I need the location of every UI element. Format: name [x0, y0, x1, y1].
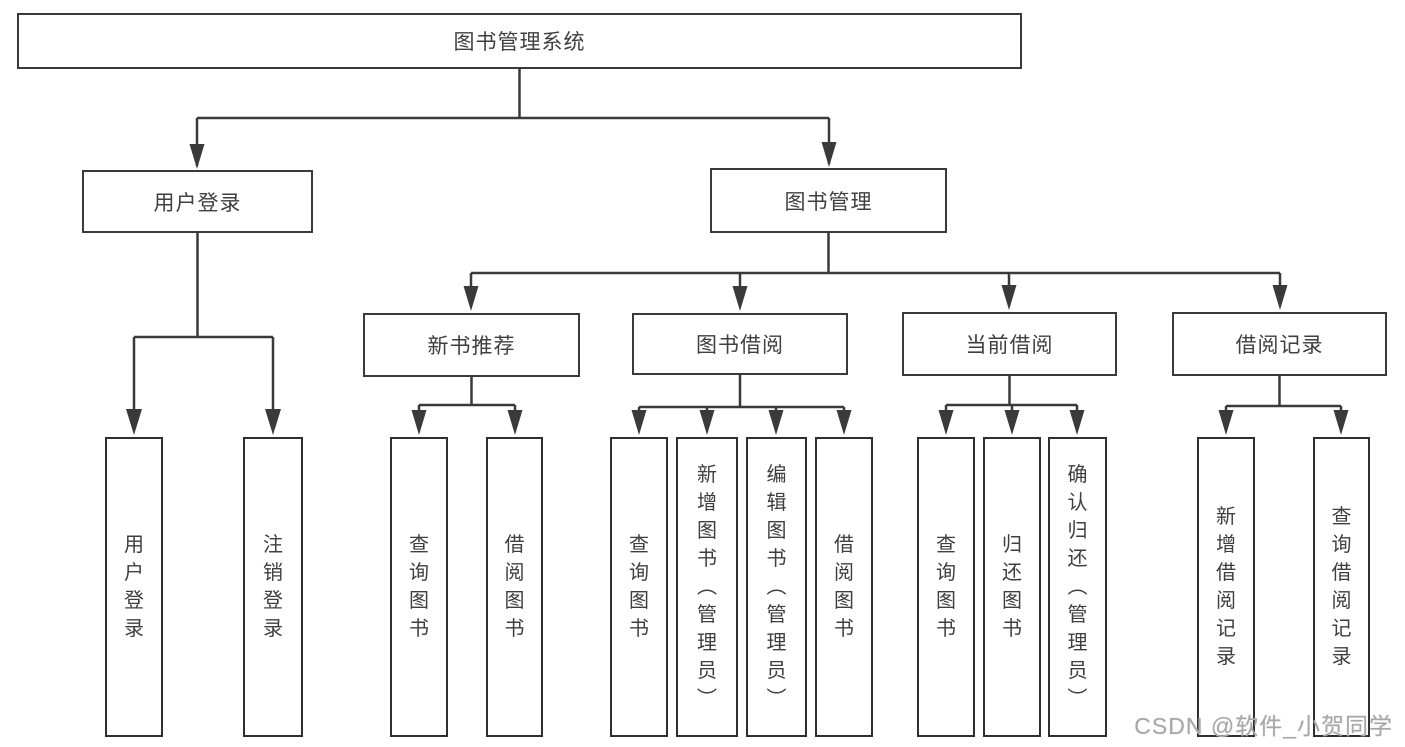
node-borrow-records: 借阅记录	[1172, 312, 1387, 376]
connector-current-borrow-children	[938, 376, 1085, 435]
node-root: 图书管理系统	[17, 13, 1022, 69]
connector-borrow-records-children	[1218, 376, 1349, 435]
leaf-borrow-borrow-books: 借阅图书	[815, 437, 873, 737]
node-current-borrow: 当前借阅	[902, 312, 1117, 376]
leaf-borrow-query-books: 查询图书	[610, 437, 668, 737]
node-book-borrow-label: 图书借阅	[696, 334, 784, 357]
node-book-management: 图书管理	[710, 168, 947, 233]
node-borrow-records-label: 借阅记录	[1235, 334, 1324, 357]
leaf-current-confirm-return-admin-label: 确认归还︵管理员︶	[1067, 464, 1088, 710]
leaf-borrow-add-books-admin: 新增图书︵管理员︶	[676, 437, 738, 737]
leaf-newbook-query-books-label: 查询图书	[409, 534, 429, 640]
leaf-newbook-query-books: 查询图书	[390, 437, 448, 737]
connector-root-to-level2	[189, 69, 837, 169]
leaf-records-query-record-label: 查询借阅记录	[1331, 506, 1352, 668]
leaf-current-confirm-return-admin: 确认归还︵管理员︶	[1048, 437, 1107, 737]
connector-new-book-children	[411, 377, 523, 435]
leaf-borrow-edit-books-admin-label: 编辑图书︵管理员︶	[766, 464, 787, 710]
node-new-book-recommend-label: 新书推荐	[427, 335, 516, 358]
leaf-newbook-borrow-books: 借阅图书	[486, 437, 543, 737]
leaf-current-return-books-label: 归还图书	[1002, 534, 1022, 640]
leaf-logout: 注销登录	[243, 437, 303, 737]
leaf-borrow-edit-books-admin: 编辑图书︵管理员︶	[746, 437, 807, 737]
leaf-borrow-add-books-admin-label: 新增图书︵管理员︶	[697, 464, 717, 710]
leaf-records-add-record-label: 新增借阅记录	[1216, 506, 1236, 668]
node-root-label: 图书管理系统	[453, 31, 586, 54]
leaf-borrow-query-books-label: 查询图书	[629, 534, 649, 640]
node-new-book-recommend: 新书推荐	[363, 313, 580, 377]
leaf-current-query-books: 查询图书	[917, 437, 975, 737]
connector-book-management-children	[463, 233, 1288, 311]
leaf-borrow-borrow-books-label: 借阅图书	[834, 534, 854, 640]
leaf-user-login-label: 用户登录	[124, 534, 144, 640]
leaf-records-query-record: 查询借阅记录	[1313, 437, 1370, 737]
node-user-login: 用户登录	[82, 170, 313, 233]
node-user-login-label: 用户登录	[153, 191, 242, 215]
node-current-borrow-label: 当前借阅	[965, 334, 1054, 357]
leaf-current-query-books-label: 查询图书	[936, 534, 956, 640]
connector-book-borrow-children	[631, 375, 852, 435]
leaf-newbook-borrow-books-label: 借阅图书	[504, 534, 525, 640]
leaf-logout-label: 注销登录	[263, 534, 283, 640]
leaf-user-login: 用户登录	[105, 437, 163, 737]
csdn-watermark: CSDN @软件_小贺同学	[1134, 713, 1393, 739]
leaf-current-return-books: 归还图书	[983, 437, 1041, 737]
connector-user-login-children	[126, 233, 281, 435]
node-book-borrow: 图书借阅	[632, 313, 848, 375]
leaf-records-add-record: 新增借阅记录	[1197, 437, 1255, 737]
node-book-management-label: 图书管理	[784, 190, 873, 214]
